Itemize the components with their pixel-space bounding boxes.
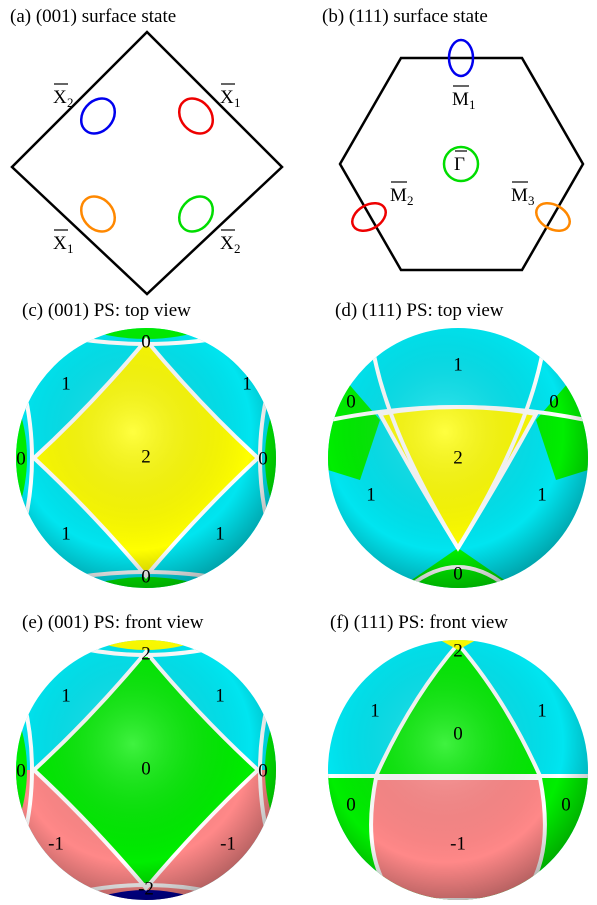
chern-lower-left: 1 [61,523,71,544]
chern-upper-right: 1 [537,700,547,721]
chern-upper-left: 1 [61,685,71,706]
label-x1-topright: X 1 [220,83,241,110]
label-x1-bottomleft: X 1 [53,229,74,256]
svg-text:X: X [53,87,67,108]
sphere-c [16,328,276,588]
chern-left: 0 [16,448,26,469]
panel-a: (a) (001) surface state X 2 X 1 X 1 X 2 [10,6,284,296]
svg-text:3: 3 [528,193,535,208]
brillouin-zone-square [10,30,284,296]
chern-right: 0 [258,448,268,469]
panel-b: (b) (111) surface state M 1 Γ M 2 M 3 [322,6,585,272]
chern-lower-right: 1 [537,484,547,505]
svg-text:M: M [511,185,528,206]
panel-f-caption: (f) (111) PS: front view [330,612,508,633]
chern-lower-right: -1 [220,833,236,854]
fermi-pocket-red [351,202,387,232]
svg-text:M: M [390,185,407,206]
svg-text:1: 1 [234,95,241,110]
fermi-pocket-orange [535,202,571,232]
chern-top: 0 [141,331,151,352]
fermi-pocket-green [442,145,480,183]
svg-text:1: 1 [469,97,476,112]
chern-bottom: -2 [138,878,154,899]
chern-bottom: 0 [141,566,151,587]
label-m3: M 3 [511,181,535,208]
fermi-pocket-blue [79,97,117,135]
chern-lower-left: -1 [48,833,64,854]
chern-top: 2 [141,643,151,664]
fermi-pocket-blue [447,38,475,78]
chern-upper-right: 1 [215,685,225,706]
chern-center: 2 [141,446,151,467]
svg-text:X: X [220,87,234,108]
panel-c: (c) (001) PS: top view 0 1 1 0 2 0 1 1 0 [16,300,276,588]
chern-lower-left: 1 [366,484,376,505]
chern-bottom: 0 [453,563,463,584]
panel-b-caption: (b) (111) surface state [322,6,488,27]
svg-text:1: 1 [67,241,74,256]
chern-bottom: -1 [450,833,466,854]
chern-upper-right: 1 [242,373,252,394]
panel-e: (e) (001) PS: front view 2 1 1 0 0 0 -1 … [16,612,276,900]
chern-top: 2 [453,640,463,661]
panel-f: (f) (111) PS: front view 2 1 1 0 0 0 -1 [328,612,588,900]
sphere-e [16,640,276,900]
svg-text:M: M [452,89,469,110]
chern-right: 0 [561,794,571,815]
chern-left: 0 [346,794,356,815]
brillouin-zone-hexagon [338,56,585,272]
chern-center: 0 [141,758,151,779]
fermi-pocket-red [177,97,215,135]
svg-text:2: 2 [234,241,241,256]
svg-text:Γ: Γ [454,154,465,175]
sphere-f [328,640,588,900]
fermi-pocket-orange [79,195,117,233]
label-x2-topleft: X 2 [53,83,74,110]
panel-a-caption: (a) (001) surface state [10,6,176,27]
chern-upper-left: 1 [61,373,71,394]
chern-left: 0 [346,391,356,412]
chern-right: 0 [549,391,559,412]
chern-center: 2 [453,447,463,468]
panel-e-caption: (e) (001) PS: front view [22,612,204,633]
chern-top: 1 [453,354,463,375]
svg-text:2: 2 [407,193,414,208]
panel-c-caption: (c) (001) PS: top view [22,300,191,321]
panel-d-caption: (d) (111) PS: top view [335,300,504,321]
label-x2-bottomright: X 2 [220,229,241,256]
chern-upper-left: 1 [370,700,380,721]
chern-lower-right: 1 [215,523,225,544]
svg-text:X: X [220,233,234,254]
chern-center: 0 [453,723,463,744]
svg-text:X: X [53,233,67,254]
svg-text:2: 2 [67,95,74,110]
fermi-pocket-green [177,195,215,233]
chern-right: 0 [258,760,268,781]
chern-left: 0 [16,760,26,781]
label-m1: M 1 [452,85,476,112]
panel-d: (d) (111) PS: top view 1 0 0 2 1 1 0 [328,300,588,588]
label-gamma: Γ [454,150,467,175]
label-m2: M 2 [390,181,414,208]
